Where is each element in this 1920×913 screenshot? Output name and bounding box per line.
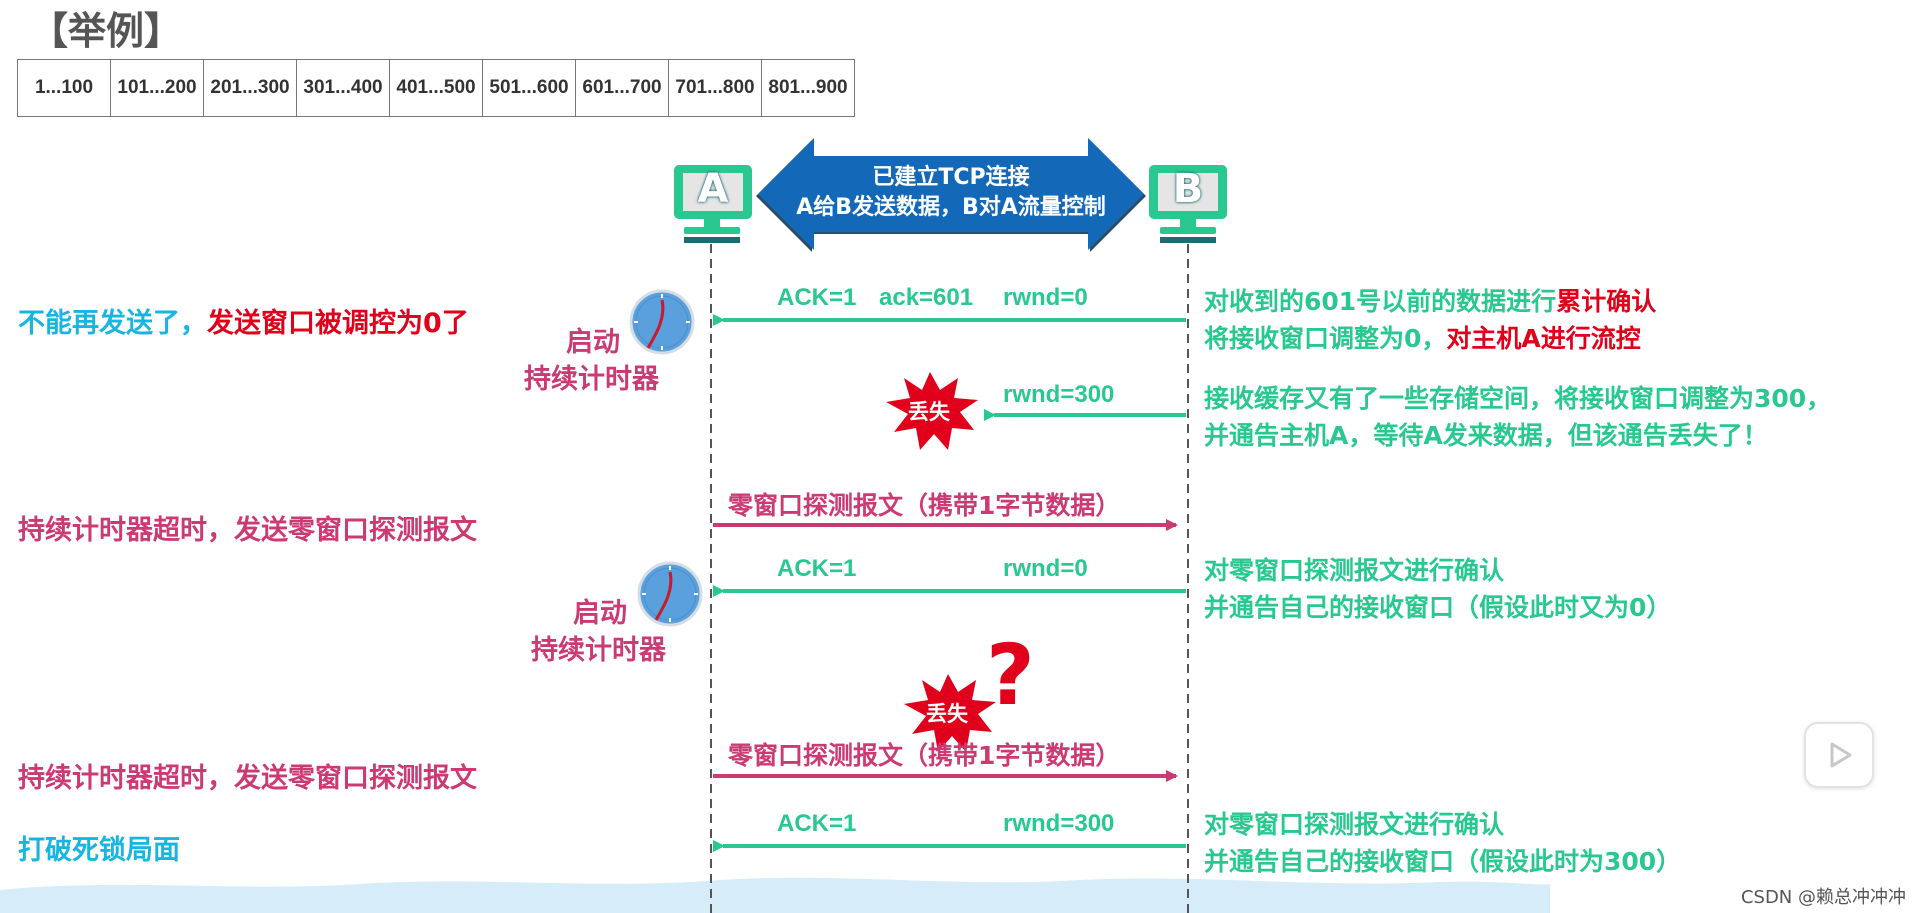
desc-1-text: 将接收窗口调整为0，: [1204, 324, 1447, 353]
segment-table: 1...100 101...200 201...300 301...400 40…: [17, 59, 855, 117]
desc-1-text: 对收到的601号以前的数据进行: [1204, 287, 1557, 316]
desc-1-highlight: 累计确认: [1556, 287, 1657, 316]
segment-cell: 201...300: [203, 59, 297, 117]
segment-cell: 801...900: [761, 59, 855, 117]
play-icon: [1830, 742, 1852, 768]
lost-label: 丢失: [926, 702, 968, 726]
msg6-rwnd: rwnd=300: [1003, 810, 1115, 837]
timer-start-label: 启动: [573, 598, 627, 629]
timeout-label-1: 持续计时器超时，发送零窗口探测报文: [18, 515, 477, 546]
clock-icon: [637, 561, 703, 627]
banner-line2: A给B发送数据，B对A流量控制: [796, 195, 1106, 220]
desc-2: 接收缓存又有了一些存储空间，将接收窗口调整为300， 并通告主机A，等待A发来数…: [1204, 380, 1831, 454]
computer-a-icon: [674, 165, 752, 243]
msg4-rwnd: rwnd=0: [1003, 555, 1088, 582]
desc-1: 对收到的601号以前的数据进行累计确认 将接收窗口调整为0，对主机A进行流控: [1204, 283, 1656, 357]
desc-3: 对零窗口探测报文进行确认 并通告自己的接收窗口（假设此时又为0）: [1204, 552, 1671, 626]
computer-b-icon: [1149, 165, 1227, 243]
watermark: CSDN @赖总冲冲冲: [1740, 887, 1906, 908]
lost-burst-icon: [886, 372, 978, 450]
desc-2-line1: 接收缓存又有了一些存储空间，将接收窗口调整为300，: [1204, 384, 1832, 413]
probe-label-1: 零窗口探测报文（携带1字节数据）: [728, 491, 1121, 520]
banner-line1: 已建立TCP连接: [872, 165, 1030, 190]
segment-cell: 301...400: [296, 59, 390, 117]
segment-cell: 401...500: [389, 59, 483, 117]
banner-text: 已建立TCP连接 A给B发送数据，B对A流量控制: [770, 163, 1132, 223]
page-title: 【举例】: [30, 9, 183, 53]
segment-cell: 701...800: [668, 59, 762, 117]
segment-cell: 1...100: [17, 59, 111, 117]
window-zero-text: 发送窗口被调控为0了: [207, 308, 469, 339]
timeout-label-2: 持续计时器超时，发送零窗口探测报文: [18, 763, 477, 794]
msg4-ack: ACK=1: [777, 555, 857, 582]
probe-label-2: 零窗口探测报文（携带1字节数据）: [728, 741, 1121, 770]
cannot-send-label: 不能再发送了，发送窗口被调控为0了: [18, 301, 469, 340]
lost-burst-icon: [904, 674, 996, 752]
msg2-rwnd: rwnd=300: [1003, 381, 1115, 408]
connection-banner: [758, 138, 1144, 250]
desc-2-line2: 并通告主机A，等待A发来数据，但该通告丢失了！: [1204, 421, 1768, 450]
timer-name-label: 持续计时器: [531, 635, 666, 666]
play-button[interactable]: [1804, 722, 1874, 788]
desc-3-line2: 并通告自己的接收窗口（假设此时又为0）: [1204, 593, 1672, 622]
timer-start-label: 启动: [566, 327, 620, 358]
bottom-wave: [0, 877, 1550, 913]
break-deadlock-label: 打破死锁局面: [18, 835, 180, 866]
segment-cell: 101...200: [110, 59, 204, 117]
segment-cell: 601...700: [575, 59, 669, 117]
timer-name-label: 持续计时器: [524, 364, 659, 395]
desc-4: 对零窗口探测报文进行确认 并通告自己的接收窗口（假设此时为300）: [1204, 806, 1681, 880]
desc-4-line2: 并通告自己的接收窗口（假设此时为300）: [1204, 847, 1682, 876]
host-a-label: A: [697, 166, 729, 212]
question-mark: ?: [986, 626, 1035, 724]
host-b-label: B: [1172, 166, 1204, 212]
lost-label: 丢失: [908, 400, 950, 424]
msg1-rwnd: rwnd=0: [1003, 284, 1088, 311]
desc-3-line1: 对零窗口探测报文进行确认: [1204, 556, 1505, 585]
desc-1-highlight: 对主机A进行流控: [1446, 324, 1641, 353]
segment-cell: 501...600: [482, 59, 576, 117]
desc-4-line1: 对零窗口探测报文进行确认: [1204, 810, 1505, 839]
msg1-ack: ACK=1: [777, 284, 857, 311]
msg1-acknum: ack=601: [879, 284, 974, 311]
msg6-ack: ACK=1: [777, 810, 857, 837]
clock-icon: [629, 289, 695, 355]
cannot-send-text: 不能再发送了，: [18, 308, 207, 339]
